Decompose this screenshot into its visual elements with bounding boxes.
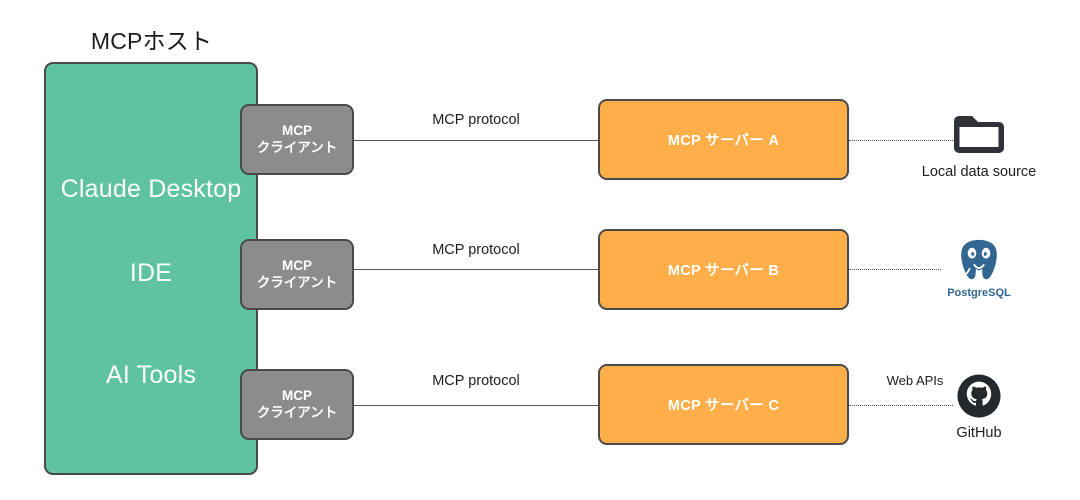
host-item-ide: IDE: [129, 259, 173, 287]
web-apis-label: Web APIs: [886, 373, 944, 388]
mcp-client-box-1[interactable]: MCP クライアント: [240, 104, 354, 175]
mcp-server-box-c[interactable]: MCP サーバー C: [598, 364, 849, 445]
mcp-client-label-1-line2: クライアント: [256, 139, 338, 155]
postgresql-icon: [954, 236, 1004, 286]
mcp-server-label-c: MCP サーバー C: [667, 398, 780, 414]
external-caption-postgresql: PostgreSQL: [947, 287, 1011, 299]
github-icon: [956, 373, 1002, 419]
mcp-server-box-b[interactable]: MCP サーバー B: [598, 229, 849, 310]
external-caption-local-data-source: Local data source: [921, 164, 1037, 180]
connector-server-github: [849, 405, 953, 406]
mcp-server-label-b: MCP サーバー B: [667, 263, 780, 279]
protocol-label-3: MCP protocol: [432, 373, 520, 389]
protocol-label-2: MCP protocol: [432, 242, 520, 258]
mcp-server-label-a: MCP サーバー A: [667, 133, 780, 149]
connector-client-server-2: [354, 269, 598, 270]
connector-server-postgresql: [849, 269, 941, 270]
connector-server-local-data: [849, 140, 953, 141]
folder-icon: [950, 112, 1008, 158]
mcp-host-box[interactable]: [44, 62, 258, 475]
external-github: GitHub: [929, 373, 1029, 441]
mcp-client-label-3-line1: MCP: [282, 387, 312, 403]
connector-client-server-1: [354, 140, 598, 141]
external-local-data-source: Local data source: [903, 112, 1055, 180]
mcp-client-label-2-line1: MCP: [282, 257, 312, 273]
mcp-client-label-2-line2: クライアント: [256, 274, 338, 290]
mcp-client-label-1-line1: MCP: [282, 122, 312, 138]
host-title: MCPホスト: [90, 28, 213, 54]
host-item-ai-tools: AI Tools: [105, 361, 197, 389]
protocol-label-1: MCP protocol: [432, 112, 520, 128]
external-caption-github: GitHub: [956, 425, 1002, 441]
mcp-client-box-2[interactable]: MCP クライアント: [240, 239, 354, 310]
mcp-client-box-3[interactable]: MCP クライアント: [240, 369, 354, 440]
external-postgresql: PostgreSQL: [929, 236, 1029, 299]
host-item-claude-desktop: Claude Desktop: [60, 175, 242, 203]
mcp-server-box-a[interactable]: MCP サーバー A: [598, 99, 849, 180]
connector-client-server-3: [354, 405, 598, 406]
mcp-client-label-3-line2: クライアント: [256, 404, 338, 420]
